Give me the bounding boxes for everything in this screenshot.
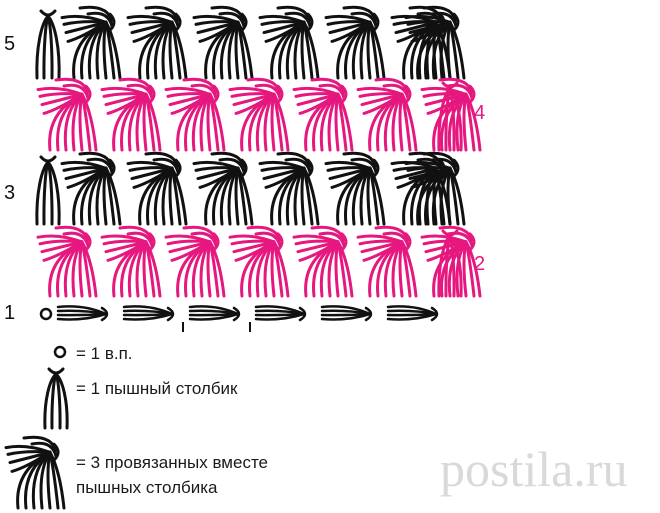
watermark: postila.ru [440, 441, 628, 497]
row-number-3: 3 [4, 182, 16, 204]
row-2 [36, 225, 482, 298]
row-3-cluster-2 [126, 151, 188, 226]
row-1-cluster-5 [320, 305, 373, 322]
row-4-single-puff-end [437, 81, 463, 152]
legend-cluster-symbol [4, 435, 66, 510]
row-2-cluster-3 [164, 225, 226, 298]
row-1 [39, 305, 439, 332]
row-1-cluster-6 [386, 305, 439, 322]
row-5-single-puff-start [35, 9, 61, 80]
legend-chain-text: = 1 в.п. [76, 344, 133, 363]
row-4-cluster-4 [228, 77, 290, 152]
row-number-2: 2 [474, 253, 486, 275]
row-5 [35, 5, 466, 80]
row-3-cluster-7 [404, 151, 466, 226]
row-2-cluster-2 [100, 225, 162, 298]
row-1-cluster-1 [56, 305, 109, 322]
row-2-cluster-6 [356, 225, 418, 298]
row-3 [35, 151, 466, 226]
row-3-cluster-4 [258, 151, 320, 226]
row-4-cluster-2 [100, 77, 162, 152]
row-4-cluster-1 [36, 77, 98, 152]
row-3-cluster-3 [192, 151, 254, 226]
row-3-single-puff-start [35, 155, 61, 226]
legend-cluster-text-1: = 3 провязанных вместе [76, 453, 268, 472]
row-1-cluster-4 [254, 305, 307, 322]
row-3-cluster-5 [324, 151, 386, 226]
row-4-cluster-5 [292, 77, 354, 152]
row-number-1: 1 [4, 302, 16, 324]
row-2-cluster-7 [420, 225, 482, 298]
row-5-cluster-1 [60, 5, 122, 80]
row-1-cluster-3 [188, 305, 241, 322]
row-2-cluster-4 [228, 225, 290, 298]
row-5-cluster-3 [192, 5, 254, 80]
row-number-5: 5 [4, 33, 16, 55]
row-1-cluster-2 [122, 305, 175, 322]
row-5-cluster-7 [404, 5, 466, 80]
row-3-cluster-1 [60, 151, 122, 226]
row-5-cluster-5 [324, 5, 386, 80]
row-4 [36, 77, 482, 152]
row-5-cluster-4 [258, 5, 320, 80]
legend-cluster-text-2: пышных столбика [76, 478, 218, 497]
row-2-cluster-5 [292, 225, 354, 298]
row-5-cluster-2 [126, 5, 188, 80]
legend-puff-text: = 1 пышный столбик [76, 379, 238, 398]
row-number-4: 4 [474, 102, 486, 124]
legend-chain-symbol [53, 345, 67, 359]
legend-puff-symbol [43, 367, 69, 430]
row-4-cluster-3 [164, 77, 226, 152]
row-1-chain-stitch [39, 307, 53, 321]
row-4-cluster-6 [356, 77, 418, 152]
row-2-single-puff-end [437, 229, 463, 298]
row-2-cluster-1 [36, 225, 98, 298]
